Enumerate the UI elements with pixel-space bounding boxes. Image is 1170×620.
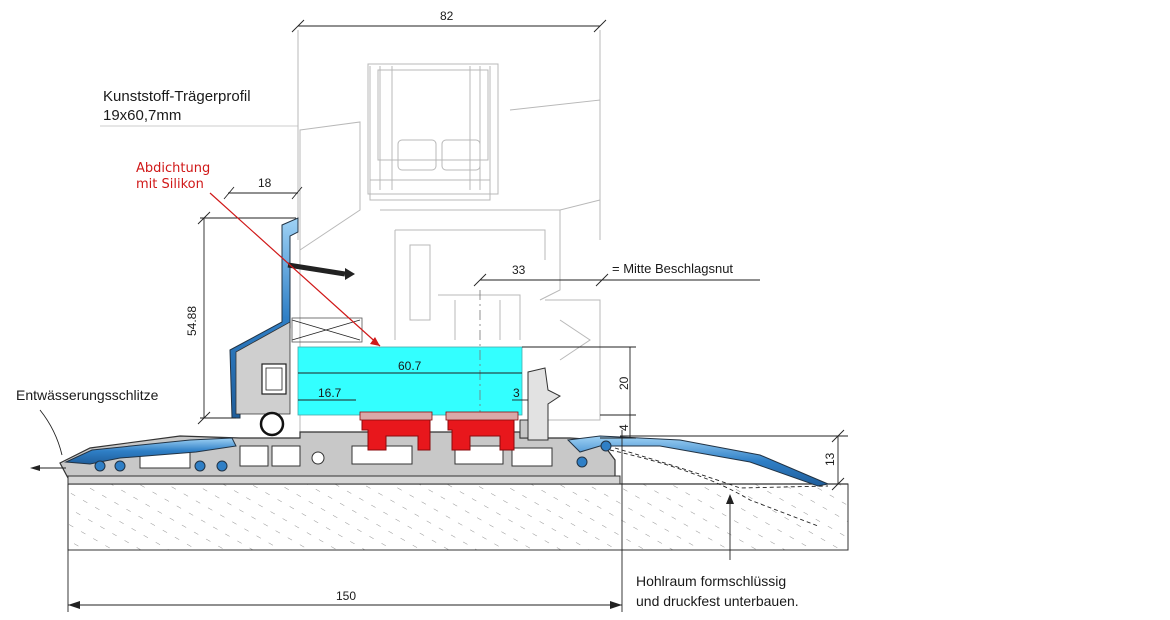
blue-flange	[229, 217, 363, 437]
ramp-profile	[566, 435, 830, 527]
dim-small: 4	[617, 424, 631, 431]
cavity-label-1: Hohlraum formschlüssig	[636, 573, 786, 589]
dimension-lines	[30, 19, 848, 612]
seal-label-2: mit Silikon	[136, 177, 204, 192]
cavity-label-2: und druckfest unterbauen.	[636, 593, 799, 609]
dim-flange: 18	[258, 176, 272, 190]
rubber-seal	[527, 367, 561, 441]
dim-height: 54.88	[185, 306, 199, 336]
carrier-profile	[297, 346, 523, 416]
dim-gap: 3	[513, 386, 520, 400]
drain-label: Entwässerungsschlitze	[16, 387, 159, 403]
dim-top-width: 82	[440, 9, 454, 23]
dim-fitting-offset: 33	[512, 263, 526, 277]
profile-title-2: 19x60,7mm	[103, 107, 181, 124]
seal-leader-line	[209, 192, 381, 347]
fitting-label: = Mitte Beschlagsnut	[612, 261, 733, 276]
dim-profile-height: 20	[617, 376, 631, 390]
floor-substrate	[67, 483, 849, 551]
dim-total-width: 150	[336, 589, 356, 603]
dim-inner: 16.7	[318, 386, 342, 400]
seal-label-1: Abdichtung	[136, 161, 210, 176]
dim-ramp-height: 13	[823, 452, 837, 466]
profile-title-1: Kunststoff-Trägerprofil	[103, 88, 251, 105]
window-frame-outline	[297, 30, 601, 440]
red-seals	[359, 411, 519, 451]
dim-profile-width: 60.7	[398, 359, 422, 373]
drain-strip-left	[64, 437, 237, 472]
